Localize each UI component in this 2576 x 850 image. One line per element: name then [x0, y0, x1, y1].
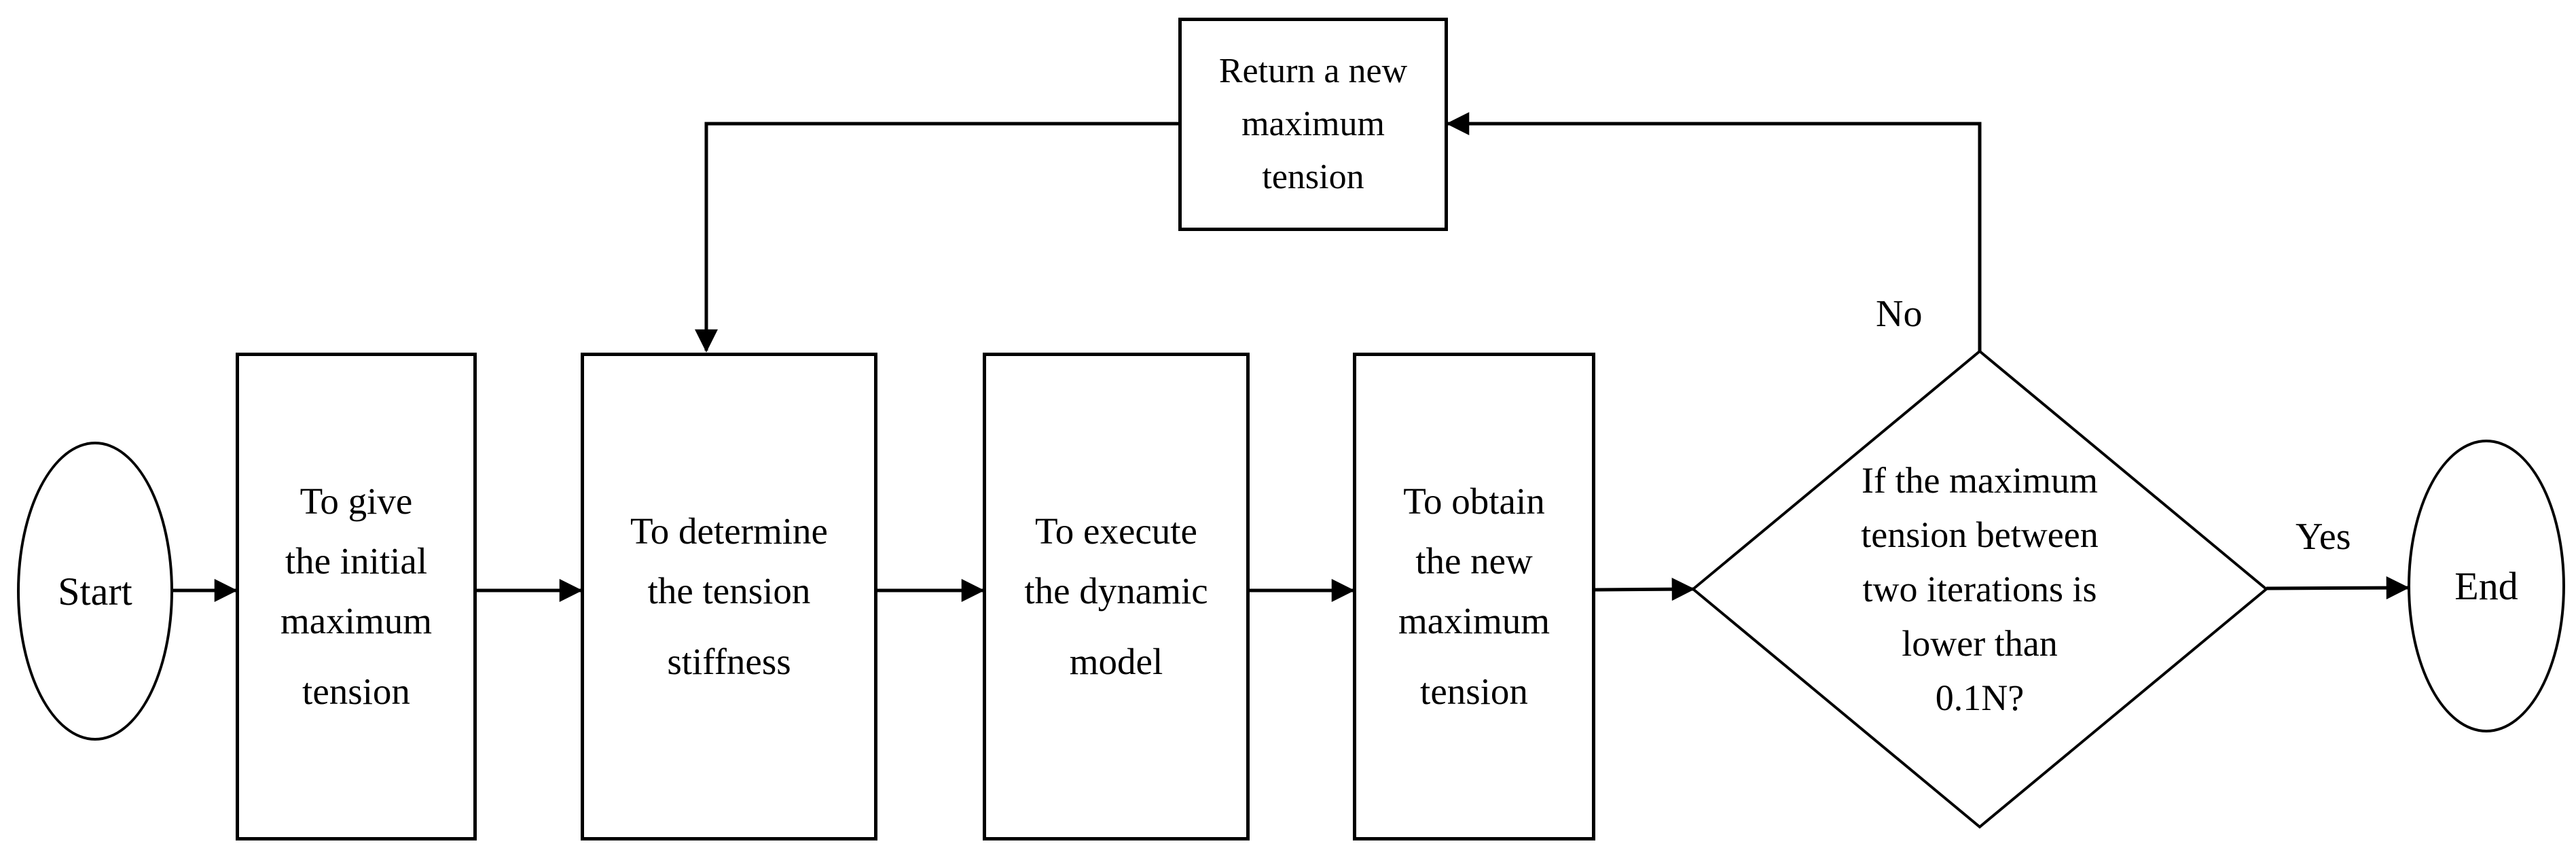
decision-line: two iterations is — [1862, 569, 2097, 609]
start-node: Start — [17, 442, 173, 741]
process-line: maximum — [1241, 105, 1385, 143]
decision-line: lower than — [1902, 623, 2058, 664]
process-line: To determine — [630, 510, 828, 552]
edge-label-no: No — [1876, 293, 1923, 335]
process-line: the initial — [285, 540, 428, 582]
start-label: Start — [58, 569, 132, 614]
arrow-decision-to-return-no — [1446, 112, 1982, 351]
process-line: To obtain — [1403, 480, 1545, 522]
process-line: To execute — [1035, 510, 1197, 552]
edge-label-yes: Yes — [2296, 516, 2351, 558]
process-line: Return a new — [1218, 52, 1408, 90]
decision-line: 0.1N? — [1935, 677, 2025, 718]
end-label: End — [2454, 564, 2518, 608]
process-line: tension — [302, 671, 410, 712]
process-line: stiffness — [667, 641, 791, 682]
end-node: End — [2408, 440, 2565, 732]
decision-node-text: If the maximum tension between two itera… — [1759, 433, 2200, 745]
process-line: tension — [1262, 158, 1364, 196]
decision-diamond-shape — [1690, 349, 2269, 829]
process-determine-tension-stiffness: To determine the tension stiffness — [581, 353, 877, 840]
process-line: the new — [1415, 540, 1533, 582]
process-execute-dynamic-model: To execute the dynamic model — [983, 353, 1250, 840]
process-line: model — [1069, 641, 1163, 682]
process-line: To give — [300, 480, 413, 522]
process-line: the dynamic — [1024, 570, 1208, 612]
process-line: maximum — [280, 600, 433, 641]
process-give-initial-tension: To give the initial maximum tension — [236, 353, 477, 840]
process-obtain-new-maximum-tension: To obtain the new maximum tension — [1353, 353, 1595, 840]
process-line: tension — [1420, 671, 1528, 712]
decision-line: If the maximum — [1862, 460, 2098, 501]
process-return-new-maximum-tension: Return a new maximum tension — [1178, 18, 1448, 231]
process-line: the tension — [647, 570, 811, 612]
decision-line: tension between — [1861, 514, 2099, 555]
process-line: maximum — [1398, 600, 1550, 641]
arrow-obtain-to-decision — [1595, 578, 1695, 601]
arrow-return-to-determine — [695, 122, 1178, 353]
